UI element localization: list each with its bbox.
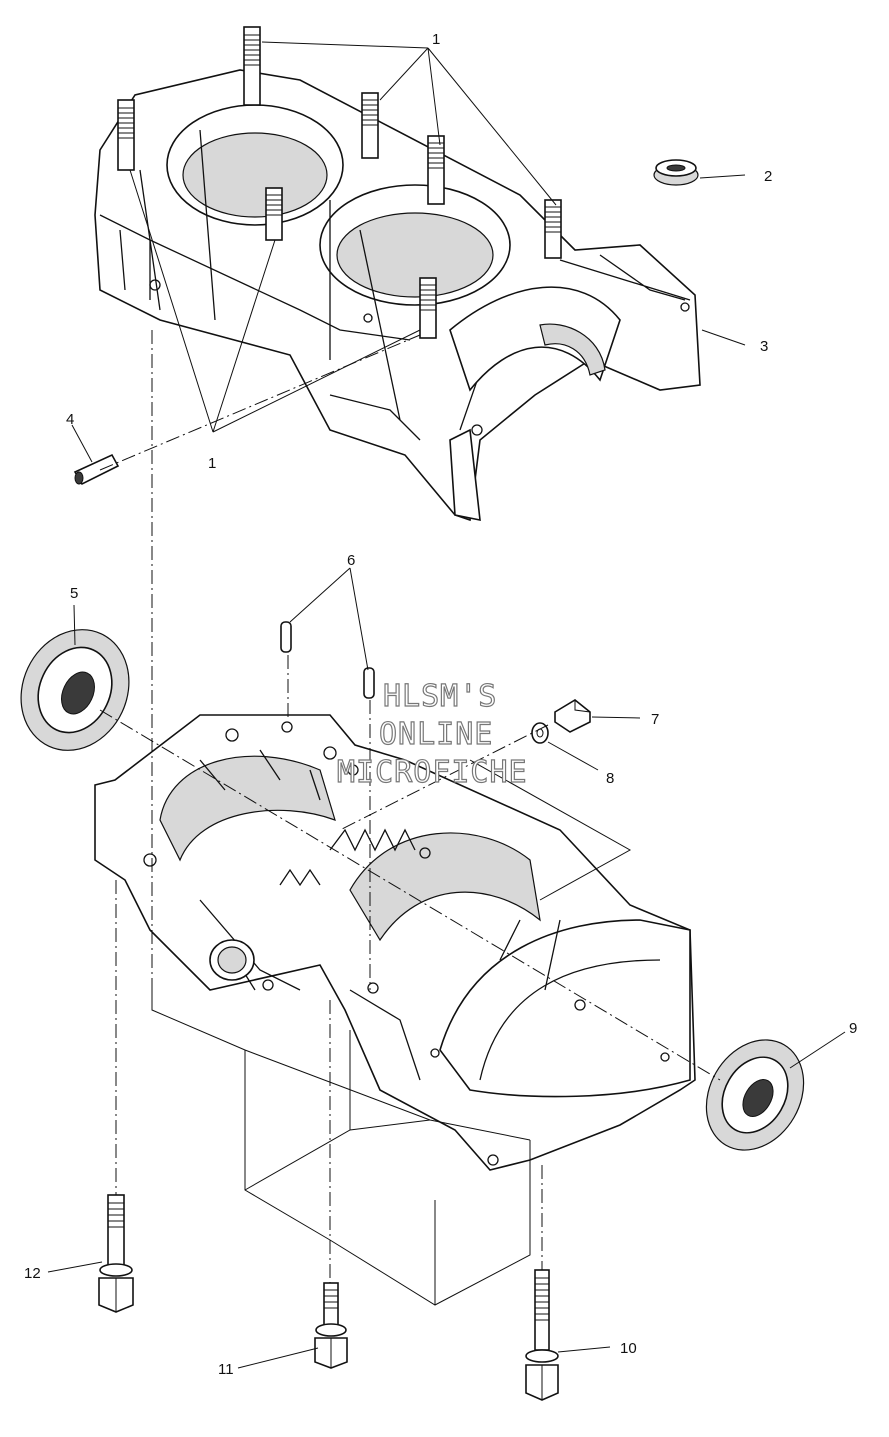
stud <box>544 199 562 259</box>
callout-11: 11 <box>218 1361 234 1378</box>
callout-4: 4 <box>66 411 74 428</box>
callout-1-top: 1 <box>432 31 440 48</box>
bolt-12 <box>98 1194 134 1313</box>
watermark-line-2: ONLINE <box>379 717 493 752</box>
crankshaft-seal-right <box>705 1039 805 1151</box>
alignment-lines <box>99 330 721 1306</box>
crankshaft-seal-left <box>20 629 130 751</box>
leader-lines <box>47 41 846 1369</box>
dowel-bolt <box>73 453 120 486</box>
watermark-line-1: HLSM'S <box>383 679 497 714</box>
drain-plug <box>554 699 591 733</box>
stud <box>243 26 261 106</box>
grommet <box>653 159 699 186</box>
callout-6: 6 <box>347 552 355 569</box>
callout-1-bottom: 1 <box>208 455 216 472</box>
upper-crankcase <box>94 69 701 522</box>
callout-8: 8 <box>606 770 614 787</box>
callout-7: 7 <box>651 711 659 728</box>
callout-10: 10 <box>620 1340 637 1357</box>
cylinder-studs <box>117 26 562 339</box>
callout-12: 12 <box>24 1265 41 1282</box>
callout-9: 9 <box>849 1020 857 1037</box>
stud <box>361 92 379 159</box>
stud <box>427 135 445 205</box>
callout-5: 5 <box>70 585 78 602</box>
dowel-pins <box>280 621 375 699</box>
callout-2: 2 <box>764 168 772 185</box>
callouts: 1 1 2 3 4 5 6 7 8 9 10 11 12 <box>24 31 857 1378</box>
lower-crankcase <box>94 714 696 1171</box>
watermark: HLSM'S ONLINE MICROFICHE <box>336 678 528 790</box>
washer <box>531 722 549 744</box>
stud <box>265 187 283 241</box>
bolt-10 <box>525 1269 559 1401</box>
stud <box>419 277 437 339</box>
callout-3: 3 <box>760 338 768 355</box>
watermark-line-3: MICROFICHE <box>337 755 528 790</box>
bolt-11 <box>314 1282 348 1369</box>
stud <box>117 99 135 171</box>
